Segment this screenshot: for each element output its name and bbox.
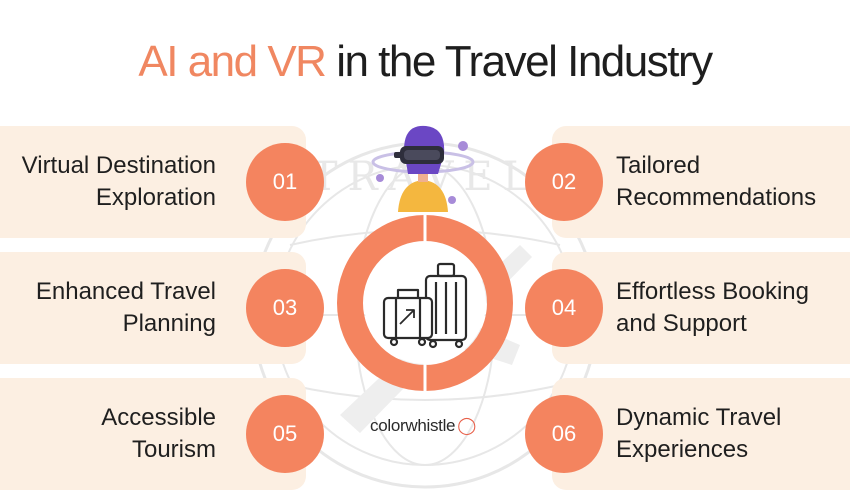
card-label: Enhanced Travel Planning: [36, 276, 216, 340]
number-badge: 02: [525, 143, 603, 221]
label-line-2: Recommendations: [616, 184, 817, 211]
card-effortless-booking-support: Effortless Booking and Support: [552, 252, 850, 364]
label-line-1: Accessible: [101, 404, 216, 431]
whistle-icon: ◯: [457, 416, 476, 435]
label-line-2: Experiences: [616, 436, 749, 463]
title-rest: in the Travel Industry: [336, 37, 713, 86]
card-label: Effortless Booking and Support: [616, 276, 809, 340]
label-line-2: and Support: [616, 310, 747, 337]
number-badge: 04: [525, 269, 603, 347]
logo-text: colorwhistle: [370, 416, 456, 435]
title-accent: AI and VR: [138, 37, 327, 86]
colorwhistle-logo: colorwhistle◯: [370, 416, 476, 436]
label-line-1: Dynamic Travel: [616, 404, 782, 431]
center-ring: [337, 214, 513, 392]
label-line-1: Enhanced Travel: [35, 278, 216, 305]
label-line-1: Tailored: [616, 152, 701, 179]
page-title: AI and VR in the Travel Industry: [0, 32, 850, 92]
luggage-icon: [382, 262, 468, 349]
number-badge: 06: [525, 395, 603, 473]
label-line-2: Planning: [122, 310, 216, 337]
number-badge: 01: [246, 143, 324, 221]
label-line-1: Effortless Booking: [616, 278, 809, 305]
card-label: Virtual Destination Exploration: [22, 150, 216, 214]
number-badge: 03: [246, 269, 324, 347]
card-tailored-recommendations: Tailored Recommendations: [552, 126, 850, 238]
card-label: Dynamic Travel Experiences: [616, 402, 781, 466]
label-line-2: Exploration: [95, 184, 216, 211]
card-label: Accessible Tourism: [101, 402, 216, 466]
vr-headset-person-icon: [371, 125, 475, 212]
label-line-2: Tourism: [131, 436, 216, 463]
card-label: Tailored Recommendations: [616, 150, 816, 214]
number-badge: 05: [246, 395, 324, 473]
label-line-1: Virtual Destination: [21, 152, 216, 179]
